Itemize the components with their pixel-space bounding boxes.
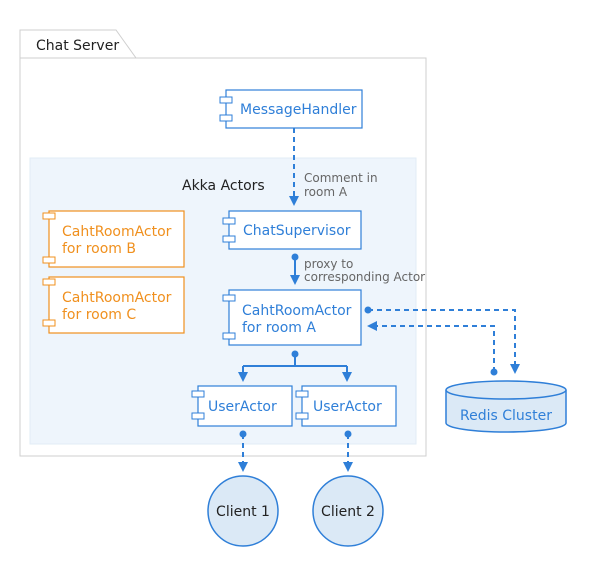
user-actor-2-component[interactable]: UserActor xyxy=(295,385,397,427)
edge-redis xyxy=(364,306,520,376)
component-port-icon xyxy=(219,114,233,122)
edge-room-a-to-users xyxy=(238,350,352,382)
edge-clients xyxy=(238,430,353,472)
user-actor-2-label: UserActor xyxy=(313,399,382,415)
database-icon xyxy=(445,380,567,400)
component-port-icon xyxy=(191,412,205,420)
client-2-node[interactable]: Client 2 xyxy=(312,475,384,547)
chat-supervisor-component[interactable]: ChatSupervisor xyxy=(222,210,362,250)
component-port-icon xyxy=(42,278,56,286)
room-b-line2: for room B xyxy=(62,241,136,257)
room-a-line1: CahtRoomActor xyxy=(242,303,352,319)
component-port-icon xyxy=(42,319,56,327)
component-port-icon xyxy=(222,332,236,340)
edge-comment-line2: room A xyxy=(304,185,348,199)
edge-proxy-line2: corresponding Actor xyxy=(304,270,425,284)
package-title: Chat Server xyxy=(36,38,119,54)
message-handler-component[interactable]: MessageHandler xyxy=(219,89,363,129)
chat-supervisor-label: ChatSupervisor xyxy=(243,223,351,239)
redis-cluster-node[interactable]: Redis Cluster xyxy=(445,380,567,433)
edge-proxy-line1: proxy to xyxy=(304,257,353,271)
component-port-icon xyxy=(191,390,205,398)
message-handler-label: MessageHandler xyxy=(240,102,357,118)
room-a-line2: for room A xyxy=(242,320,316,336)
edge-comment: Comment in room A xyxy=(289,128,378,206)
user-actor-1-component[interactable]: UserActor xyxy=(191,385,293,427)
user-actor-1-label: UserActor xyxy=(208,399,277,415)
room-c-line1: CahtRoomActor xyxy=(62,290,172,306)
edge-room-a-to-redis xyxy=(368,309,520,374)
region-title: Akka Actors xyxy=(182,178,265,194)
component-port-icon xyxy=(222,294,236,302)
component-port-icon xyxy=(219,96,233,104)
room-b-line1: CahtRoomActor xyxy=(62,224,172,240)
client-1-label: Client 1 xyxy=(216,504,270,520)
component-port-icon xyxy=(222,217,236,225)
component-port-icon xyxy=(295,390,309,398)
room-c-line2: for room C xyxy=(62,307,136,323)
component-port-icon xyxy=(42,212,56,220)
room-a-component[interactable]: CahtRoomActor for room A xyxy=(222,289,362,346)
component-port-icon xyxy=(222,235,236,243)
component-port-icon xyxy=(42,256,56,264)
edge-comment-line1: Comment in xyxy=(304,171,378,185)
room-b-component[interactable]: CahtRoomActor for room B xyxy=(42,210,185,268)
edge-proxy: proxy to corresponding Actor xyxy=(290,253,425,285)
client-2-label: Client 2 xyxy=(321,504,375,520)
redis-label: Redis Cluster xyxy=(460,408,552,424)
edge-redis-to-room-a xyxy=(367,321,495,372)
room-c-component[interactable]: CahtRoomActor for room C xyxy=(42,276,185,334)
component-port-icon xyxy=(295,412,309,420)
client-1-node[interactable]: Client 1 xyxy=(207,475,279,547)
